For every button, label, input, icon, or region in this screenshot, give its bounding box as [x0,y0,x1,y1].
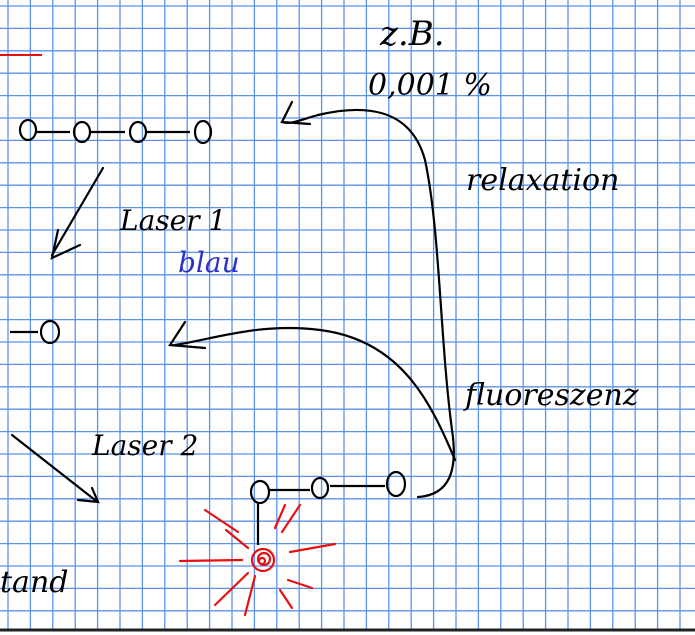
relaxation-curve-arrow [280,100,455,499]
relaxation-label: relaxation [466,163,619,198]
blue-label: blau [178,246,240,279]
molecule-chain-top [18,118,213,145]
laser2-arrow [10,433,100,504]
partial-word-label: tand [0,565,68,600]
laser2-label: Laser 2 [91,429,198,462]
example-label: z.B. [379,14,445,54]
molecule-chain-bottom [249,470,407,545]
molecule-partial [10,319,61,345]
fluorescence-label: fluoreszenz [463,378,639,413]
laser1-arrow [50,166,105,260]
fluorescence-curve-arrow [168,320,457,462]
red-emission-burst [178,503,337,617]
laser1-label: Laser 1 [119,204,226,237]
percentage-label: 0,001 % [368,68,492,103]
